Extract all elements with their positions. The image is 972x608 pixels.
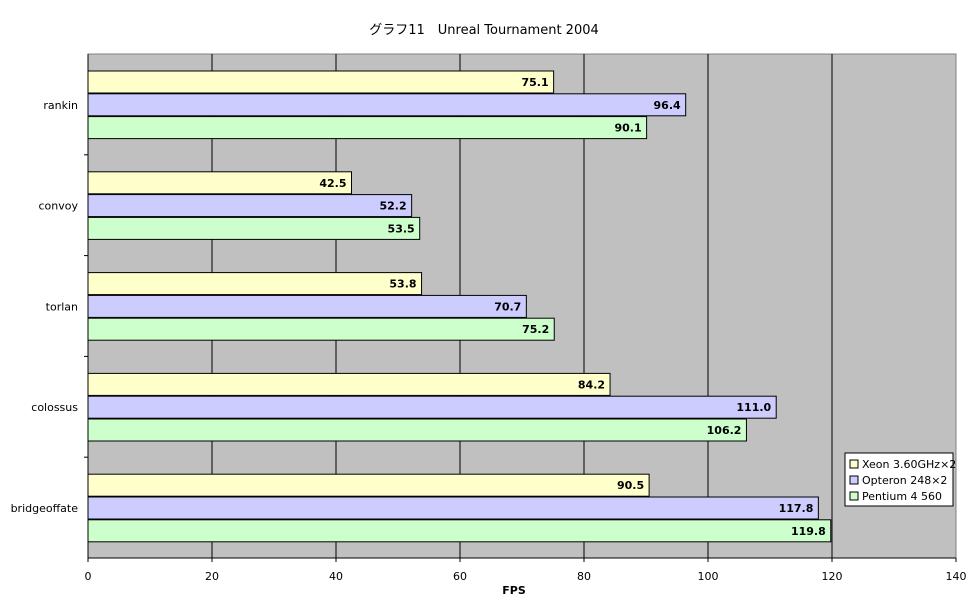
x-tick-label: 140 bbox=[946, 570, 967, 583]
bar bbox=[87, 171, 352, 195]
x-tick-label: 60 bbox=[453, 570, 467, 583]
data-label: 75.2 bbox=[522, 323, 549, 336]
bar bbox=[87, 473, 650, 497]
legend-label: Pentium 4 560 bbox=[862, 490, 942, 503]
x-axis-label: FPS bbox=[502, 584, 526, 597]
data-label: 119.8 bbox=[791, 525, 826, 538]
category-label: torlan bbox=[46, 300, 78, 313]
bar bbox=[87, 519, 832, 543]
bar bbox=[87, 317, 555, 341]
x-tick-label: 100 bbox=[698, 570, 719, 583]
x-tick-label: 20 bbox=[205, 570, 219, 583]
bar bbox=[87, 418, 747, 442]
bar bbox=[87, 194, 413, 218]
data-label: 117.8 bbox=[779, 502, 814, 515]
data-label: 90.1 bbox=[614, 122, 641, 135]
category-label: convoy bbox=[39, 200, 79, 213]
data-label: 53.8 bbox=[389, 278, 416, 291]
data-label: 42.5 bbox=[319, 177, 346, 190]
x-tick-label: 0 bbox=[85, 570, 92, 583]
legend-label: Xeon 3.60GHz×2 bbox=[862, 458, 956, 471]
data-label: 70.7 bbox=[494, 300, 521, 313]
data-label: 75.1 bbox=[521, 76, 548, 89]
legend-box bbox=[844, 452, 954, 507]
bar bbox=[87, 216, 421, 240]
category-label: bridgeoffate bbox=[11, 502, 79, 515]
legend-label: Opteron 248×2 bbox=[862, 474, 947, 487]
bar bbox=[87, 116, 648, 140]
plot-area: 0 20 40 60 80 100 120 140 rankin 75.1 96.4 90.1 conv… bbox=[11, 53, 967, 583]
data-label: 52.2 bbox=[379, 200, 406, 213]
bar bbox=[87, 294, 527, 318]
legend-swatch bbox=[849, 475, 859, 485]
bar bbox=[87, 496, 819, 520]
bar bbox=[87, 272, 423, 296]
chart-title: グラフ11 Unreal Tournament 2004 bbox=[369, 23, 599, 38]
data-label: 96.4 bbox=[654, 99, 681, 112]
legend-swatch bbox=[849, 491, 859, 501]
data-label: 84.2 bbox=[578, 378, 605, 391]
bar bbox=[87, 70, 555, 94]
x-tick-label: 80 bbox=[577, 570, 591, 583]
legend-swatch bbox=[849, 459, 859, 469]
bar bbox=[87, 93, 687, 117]
data-label: 53.5 bbox=[388, 222, 415, 235]
category-label: colossus bbox=[31, 401, 78, 414]
x-tick-label: 40 bbox=[329, 570, 343, 583]
bar bbox=[87, 372, 611, 396]
data-label: 90.5 bbox=[617, 479, 644, 492]
bar bbox=[87, 395, 777, 419]
category-label: rankin bbox=[43, 99, 78, 112]
data-label: 106.2 bbox=[707, 424, 742, 437]
x-tick-label: 120 bbox=[822, 570, 843, 583]
data-label: 111.0 bbox=[736, 401, 771, 414]
